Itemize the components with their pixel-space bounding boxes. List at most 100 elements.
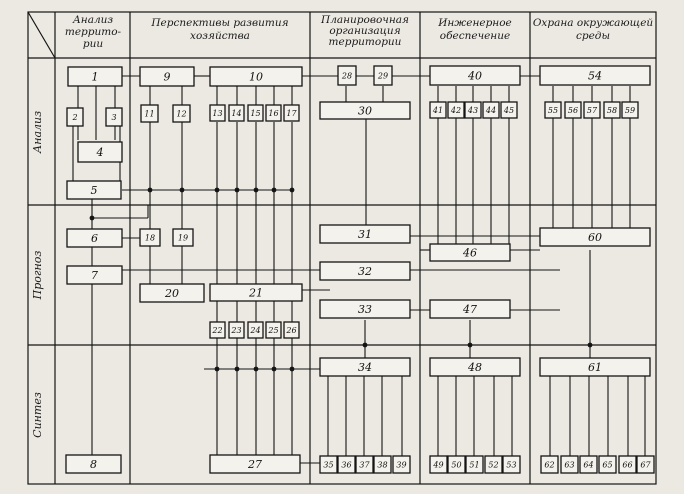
junction-dot xyxy=(587,342,593,348)
block-label: 61 xyxy=(588,361,602,374)
row-label-sintez: Синтез xyxy=(31,392,44,438)
block-frame xyxy=(265,321,282,339)
block-59: 59 xyxy=(621,101,639,119)
block-label: 58 xyxy=(607,106,617,115)
block-10: 10 xyxy=(209,66,303,87)
block-frame xyxy=(482,101,500,119)
block-frame xyxy=(228,321,245,339)
block-39: 39 xyxy=(392,455,411,474)
block-60: 60 xyxy=(539,227,651,247)
block-label: 39 xyxy=(396,461,406,470)
block-2: 2 xyxy=(66,107,84,127)
block-label: 24 xyxy=(249,326,260,335)
column-header-economy: хозяйства xyxy=(190,30,250,42)
block-frame xyxy=(564,101,582,119)
block-label: 14 xyxy=(231,109,241,118)
block-label: 37 xyxy=(359,461,370,470)
block-13: 13 xyxy=(209,104,226,122)
junction-dot xyxy=(234,366,240,372)
block-44: 44 xyxy=(482,101,500,119)
block-5: 5 xyxy=(66,180,122,200)
block-label: 8 xyxy=(90,458,97,471)
block-52: 52 xyxy=(484,455,503,474)
block-label: 54 xyxy=(588,70,602,83)
block-label: 34 xyxy=(358,361,372,374)
column-header-economy: Перспективы развития xyxy=(150,17,288,29)
block-35: 35 xyxy=(319,455,338,474)
block-label: 33 xyxy=(358,303,372,316)
block-frame xyxy=(319,224,411,244)
column-header-planning: территории xyxy=(329,36,402,48)
block-frame xyxy=(636,455,655,474)
block-label: 67 xyxy=(640,461,651,470)
block-frame xyxy=(319,299,411,319)
junction-dot xyxy=(271,187,277,193)
block-frame xyxy=(209,66,303,87)
block-label: 60 xyxy=(588,231,602,244)
block-frame xyxy=(539,65,651,86)
block-67: 67 xyxy=(636,455,655,474)
block-frame xyxy=(502,455,521,474)
block-label: 52 xyxy=(488,461,498,470)
block-label: 1 xyxy=(92,71,99,84)
block-38: 38 xyxy=(373,455,392,474)
block-frame xyxy=(447,455,466,474)
block-frame xyxy=(464,101,482,119)
block-frame xyxy=(319,357,411,377)
block-54: 54 xyxy=(539,65,651,86)
block-label: 11 xyxy=(144,110,154,119)
block-label: 2 xyxy=(71,113,77,122)
column-header-analysis: Анализ xyxy=(72,14,114,26)
block-31: 31 xyxy=(319,224,411,244)
junction-dot xyxy=(289,187,295,193)
block-frame xyxy=(209,321,226,339)
block-frame xyxy=(319,455,338,474)
block-21: 21 xyxy=(209,283,303,302)
block-frame xyxy=(539,357,651,377)
block-frame xyxy=(65,454,122,474)
block-frame xyxy=(484,455,503,474)
block-27: 27 xyxy=(209,454,301,474)
block-40: 40 xyxy=(429,65,521,86)
column-header-engineering: обеспечение xyxy=(440,30,510,42)
block-label: 32 xyxy=(358,265,372,278)
block-label: 50 xyxy=(451,461,461,470)
block-label: 47 xyxy=(462,303,477,316)
table-border xyxy=(27,11,657,485)
block-label: 63 xyxy=(564,461,574,470)
block-label: 65 xyxy=(602,461,612,470)
block-frame xyxy=(429,243,511,262)
junction-dot xyxy=(289,366,295,372)
block-1: 1 xyxy=(67,66,123,87)
column-header-environment: Охрана окружающей xyxy=(533,17,654,29)
block-frame xyxy=(392,455,411,474)
column-header-analysis: рии xyxy=(83,38,103,50)
block-28: 28 xyxy=(337,65,357,86)
block-label: 62 xyxy=(544,461,554,470)
block-42: 42 xyxy=(447,101,465,119)
block-frame xyxy=(560,455,579,474)
block-frame xyxy=(66,107,84,127)
block-frame xyxy=(77,141,123,163)
block-label: 25 xyxy=(267,326,278,335)
block-frame xyxy=(265,104,282,122)
block-56: 56 xyxy=(564,101,582,119)
block-frame xyxy=(139,228,161,247)
block-frame xyxy=(67,66,123,87)
block-41: 41 xyxy=(429,101,447,119)
row-label-analiz: Анализ xyxy=(31,111,44,154)
block-17: 17 xyxy=(283,104,300,122)
block-frame xyxy=(429,357,521,377)
block-33: 33 xyxy=(319,299,411,319)
block-label: 27 xyxy=(247,458,262,471)
block-47: 47 xyxy=(429,299,511,319)
block-label: 6 xyxy=(91,232,98,245)
block-46: 46 xyxy=(429,243,511,262)
block-34: 34 xyxy=(319,357,411,377)
block-frame xyxy=(540,455,559,474)
block-label: 15 xyxy=(250,109,260,118)
block-label: 51 xyxy=(469,461,479,470)
connector-lines xyxy=(72,75,646,468)
column-header-engineering: Инженерное xyxy=(437,17,512,29)
